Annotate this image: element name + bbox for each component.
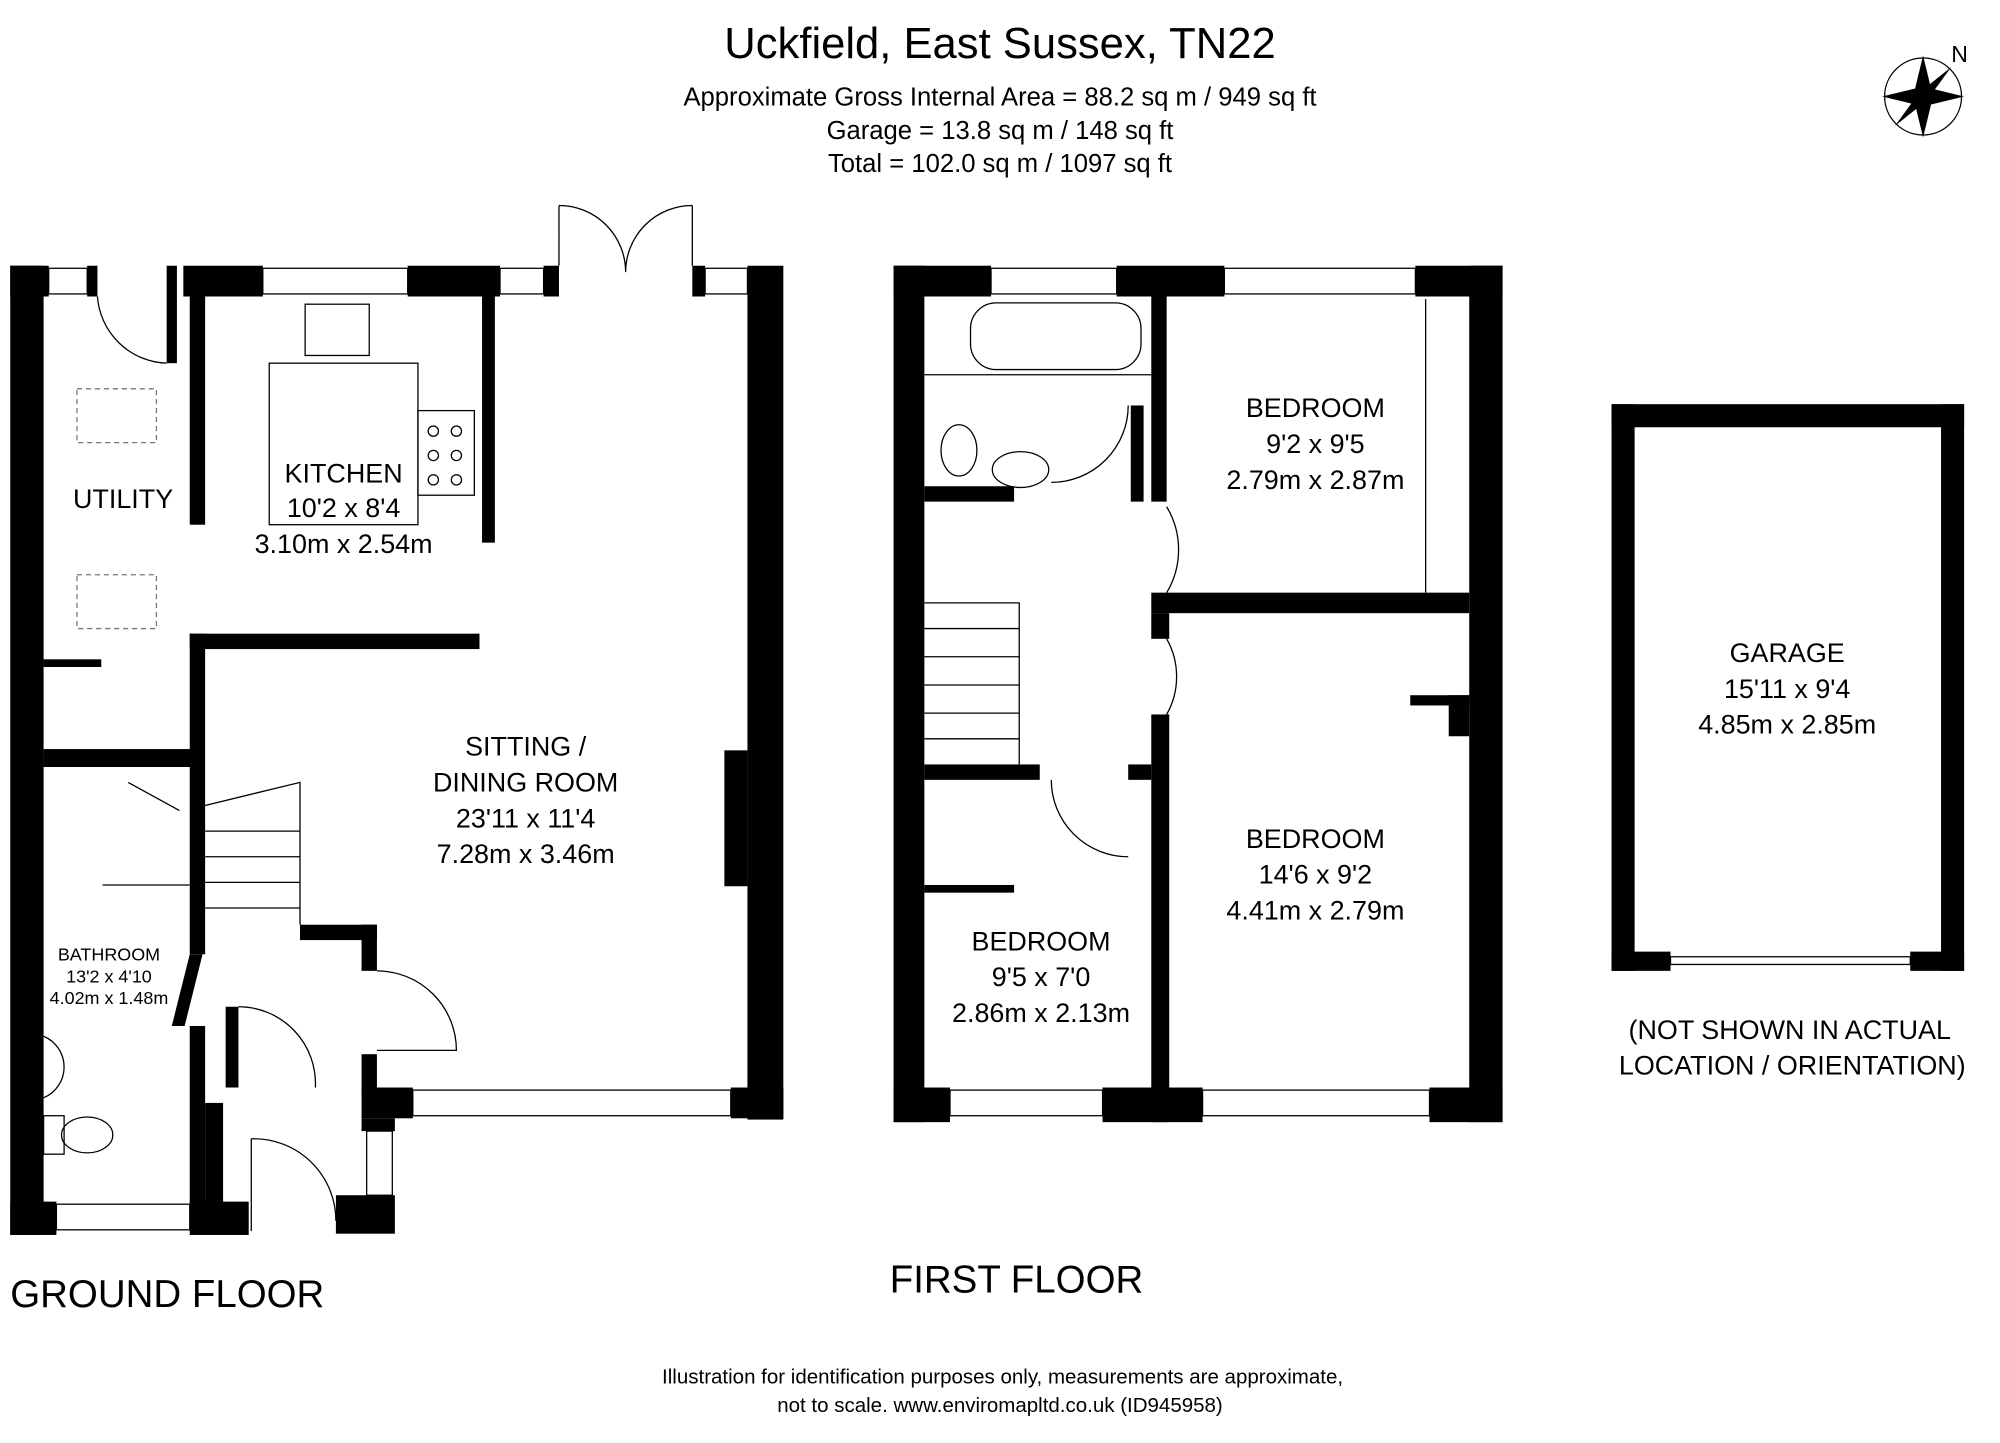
first-floor-walls xyxy=(893,265,1503,1123)
first-floor-label: FIRST FLOOR xyxy=(890,1259,1144,1302)
garage-note-2: LOCATION / ORIENTATION) xyxy=(1619,1051,1966,1081)
sitting-metric: 7.28m x 3.46m xyxy=(437,839,615,869)
total-area: Total = 102.0 sq m / 1097 sq ft xyxy=(828,150,1172,178)
bedroom1-name: BEDROOM xyxy=(1246,393,1385,423)
bedroom1-metric: 2.79m x 2.87m xyxy=(1226,465,1404,495)
garage-metric: 4.85m x 2.85m xyxy=(1698,710,1876,740)
utility-name: UTILITY xyxy=(73,484,173,514)
garage-imperial: 15'11 x 9'4 xyxy=(1724,674,1850,704)
bedroom3-metric: 2.86m x 2.13m xyxy=(952,998,1130,1028)
ground-floor-label: GROUND FLOOR xyxy=(10,1273,324,1316)
compass-icon xyxy=(1882,55,1965,138)
garage-walls xyxy=(1611,404,1965,971)
sitting-name-2: DINING ROOM xyxy=(433,767,618,797)
title: Uckfield, East Sussex, TN22 xyxy=(724,20,1275,68)
garage-area: Garage = 13.8 sq m / 148 sq ft xyxy=(827,117,1174,145)
bedroom3-imperial: 9'5 x 7'0 xyxy=(992,962,1091,992)
ground-floor-walls xyxy=(10,204,784,1235)
bathroom-name: BATHROOM xyxy=(58,945,160,965)
bedroom2-metric: 4.41m x 2.79m xyxy=(1226,896,1404,926)
bedroom1-imperial: 9'2 x 9'5 xyxy=(1266,429,1365,459)
garage-note-1: (NOT SHOWN IN ACTUAL xyxy=(1629,1015,1951,1045)
disclaimer-line-1: Illustration for identification purposes… xyxy=(662,1366,1343,1389)
bedroom2-name: BEDROOM xyxy=(1246,824,1385,854)
bathroom-imperial: 13'2 x 4'10 xyxy=(66,966,152,986)
kitchen-name: KITCHEN xyxy=(285,458,403,488)
kitchen-imperial: 10'2 x 8'4 xyxy=(287,493,401,523)
bedroom2-imperial: 14'6 x 9'2 xyxy=(1259,860,1373,890)
compass-label: N xyxy=(1951,41,1968,67)
garage-name: GARAGE xyxy=(1730,638,1845,668)
sitting-name-1: SITTING / xyxy=(465,731,587,761)
gross-area: Approximate Gross Internal Area = 88.2 s… xyxy=(683,83,1316,111)
disclaimer-line-2: not to scale. www.enviromapltd.co.uk (ID… xyxy=(777,1394,1223,1417)
sitting-imperial: 23'11 x 11'4 xyxy=(456,803,595,833)
bedroom3-name: BEDROOM xyxy=(972,926,1111,956)
kitchen-metric: 3.10m x 2.54m xyxy=(255,529,433,559)
bathroom-metric: 4.02m x 1.48m xyxy=(50,988,169,1008)
